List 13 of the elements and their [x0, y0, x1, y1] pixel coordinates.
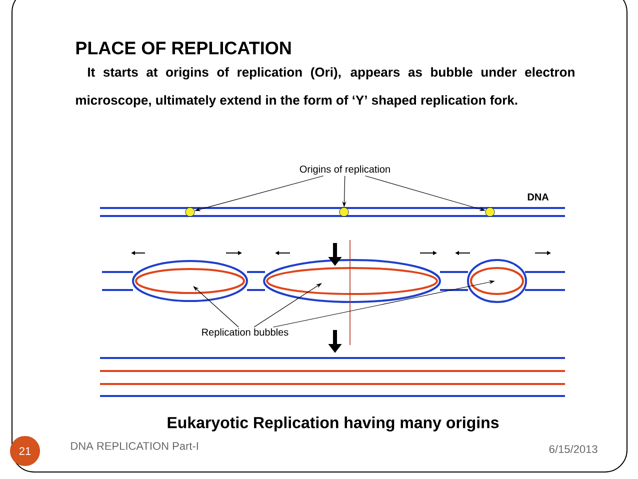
leader-label: Origins of replication: [298, 164, 392, 176]
origin-dot: [339, 207, 349, 217]
origin-dot: [185, 207, 195, 217]
footer-text: DNA REPLICATION Part-I: [71, 442, 198, 450]
origin-dot: [485, 207, 495, 217]
slide-number: 21: [10, 436, 40, 466]
paragraph: It starts at origins of replication (Ori), appears as bubble under electron microscope, ultimately extend in the form of ‘Y’ shaped replication fork.: [76, 67, 574, 108]
caption: Eukaryotic Replication having many origins: [168, 416, 499, 432]
strand-label: DNA: [528, 194, 549, 200]
leader-label: Replication bubbles: [200, 327, 290, 339]
date-text: 6/15/2013: [549, 444, 598, 454]
leader-line: [193, 286, 239, 328]
title: PLACE OF REPLICATION: [76, 42, 291, 54]
